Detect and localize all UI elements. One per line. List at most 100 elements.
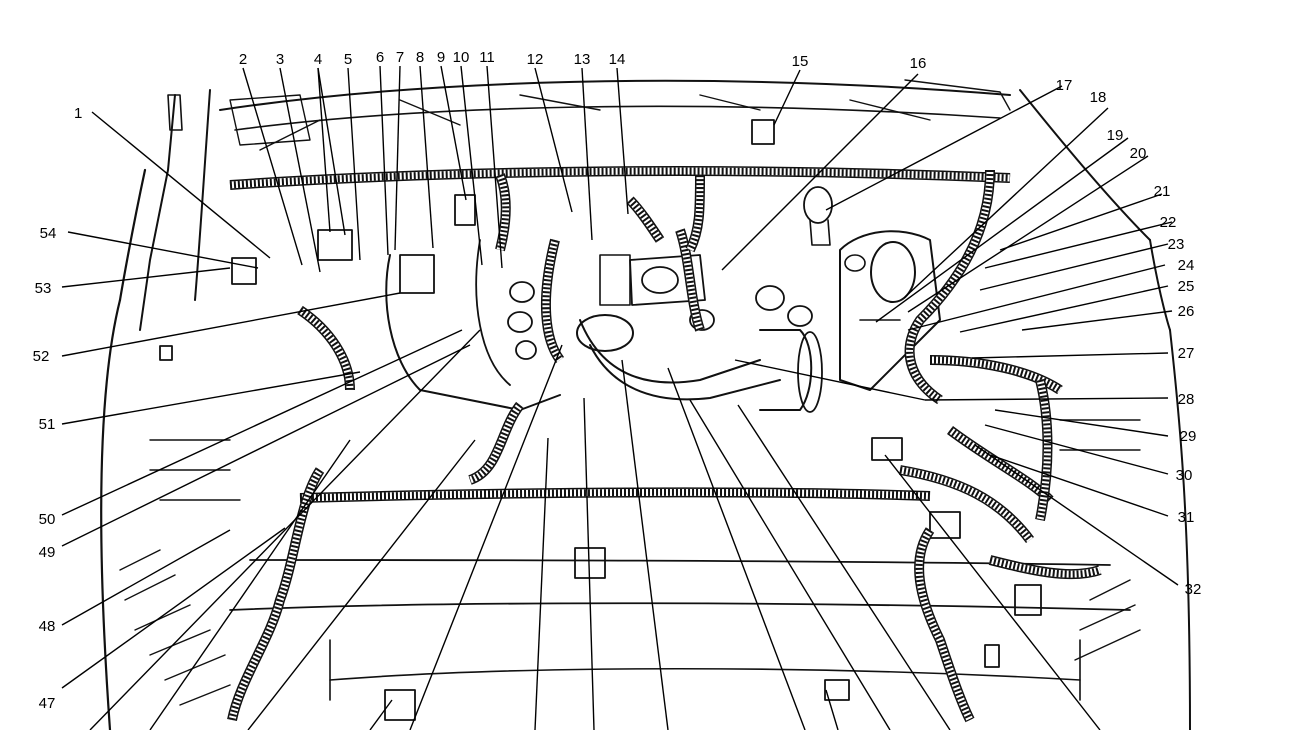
- leader-25: [959, 285, 1169, 333]
- leader-48: [61, 529, 231, 626]
- callout-27: 27: [1178, 345, 1195, 362]
- leader-19: [875, 137, 1129, 323]
- callout-49: 49: [39, 544, 56, 561]
- leader-12: [534, 67, 573, 213]
- callout-13: 13: [574, 51, 591, 68]
- leader-14: [616, 67, 629, 215]
- leader-4a: [317, 67, 331, 233]
- callout-51: 51: [39, 416, 56, 433]
- leader-20: [907, 155, 1149, 313]
- leader-28b: [734, 359, 926, 401]
- callout-54: 54: [40, 225, 57, 242]
- callout-26: 26: [1178, 303, 1195, 320]
- leader-b6: [534, 437, 549, 731]
- callout-22: 22: [1160, 214, 1177, 231]
- callout-21: 21: [1154, 183, 1171, 200]
- leader-b11: [689, 399, 891, 731]
- leader-47: [61, 527, 286, 689]
- callout-48: 48: [39, 618, 56, 635]
- leader-16: [721, 73, 919, 271]
- leader-b5: [409, 344, 563, 731]
- callout-3: 3: [276, 51, 284, 68]
- callout-14: 14: [609, 51, 626, 68]
- leader-18: [903, 107, 1109, 299]
- callout-16: 16: [910, 55, 927, 72]
- leader-6: [379, 65, 389, 256]
- callout-52: 52: [33, 348, 50, 365]
- leader-27: [971, 352, 1169, 359]
- callout-10: 10: [453, 49, 470, 66]
- leader-11: [486, 65, 503, 269]
- leader-30: [984, 424, 1169, 475]
- callout-15: 15: [792, 53, 809, 70]
- leader-10: [460, 65, 483, 266]
- callout-31: 31: [1178, 509, 1195, 526]
- leader-b12: [737, 404, 951, 731]
- engine-bay-illustration: [100, 79, 1191, 732]
- leader-lines: [61, 65, 1179, 731]
- leader-15: [773, 69, 801, 126]
- leader-3: [279, 67, 321, 273]
- leader-24: [907, 264, 1166, 331]
- leader-b8: [621, 359, 669, 731]
- leader-17: [825, 85, 1063, 211]
- leader-1: [91, 111, 271, 259]
- callout-7: 7: [396, 49, 404, 66]
- leader-b2: [149, 439, 351, 731]
- callout-2: 2: [239, 51, 247, 68]
- leader-4b: [317, 67, 346, 236]
- callout-labels: 1 2 3 4 5 6 7 8 9 10 11 12 13 14 15 16 1…: [33, 49, 1202, 712]
- callout-11: 11: [479, 49, 495, 66]
- leader-7: [394, 65, 401, 251]
- callout-5: 5: [344, 51, 352, 68]
- leader-26: [1021, 310, 1173, 331]
- callout-47: 47: [39, 695, 56, 712]
- leader-b9: [667, 367, 806, 731]
- leader-13: [581, 67, 593, 241]
- callout-19: 19: [1107, 127, 1124, 144]
- leader-22: [984, 221, 1173, 269]
- callout-8: 8: [416, 49, 424, 66]
- leader-52: [61, 292, 401, 357]
- leader-54: [67, 231, 259, 269]
- leader-23: [979, 243, 1169, 291]
- callout-20: 20: [1130, 145, 1147, 162]
- callout-28: 28: [1178, 391, 1195, 408]
- leader-b1: [89, 329, 481, 731]
- leader-50: [61, 329, 463, 516]
- leader-53: [61, 267, 231, 288]
- leader-b4: [369, 699, 393, 731]
- leader-51: [61, 371, 361, 425]
- callout-1: 1: [74, 105, 82, 122]
- callout-24: 24: [1178, 257, 1195, 274]
- leader-21: [999, 193, 1163, 251]
- callout-6: 6: [376, 49, 384, 66]
- leader-b13: [884, 454, 1101, 731]
- leader-32: [974, 444, 1179, 586]
- leader-b7: [583, 397, 595, 731]
- callout-25: 25: [1178, 278, 1195, 295]
- leader-31: [989, 454, 1169, 517]
- leader-49: [61, 344, 471, 547]
- callout-29: 29: [1180, 428, 1197, 445]
- leader-5: [347, 67, 361, 261]
- callout-9: 9: [437, 49, 445, 66]
- callout-18: 18: [1090, 89, 1107, 106]
- leader-29: [994, 409, 1169, 437]
- leader-8: [419, 65, 434, 249]
- callout-17: 17: [1056, 77, 1073, 94]
- leader-b10: [825, 689, 839, 731]
- callout-4: 4: [314, 51, 322, 68]
- callout-53: 53: [35, 280, 52, 297]
- leader-b3: [247, 439, 476, 731]
- callout-50: 50: [39, 511, 56, 528]
- leader-9: [440, 65, 467, 201]
- callout-32: 32: [1185, 581, 1202, 598]
- callout-23: 23: [1168, 236, 1185, 253]
- leader-28: [924, 397, 1169, 401]
- callout-12: 12: [527, 51, 544, 68]
- callout-30: 30: [1176, 467, 1193, 484]
- leader-2: [242, 67, 303, 266]
